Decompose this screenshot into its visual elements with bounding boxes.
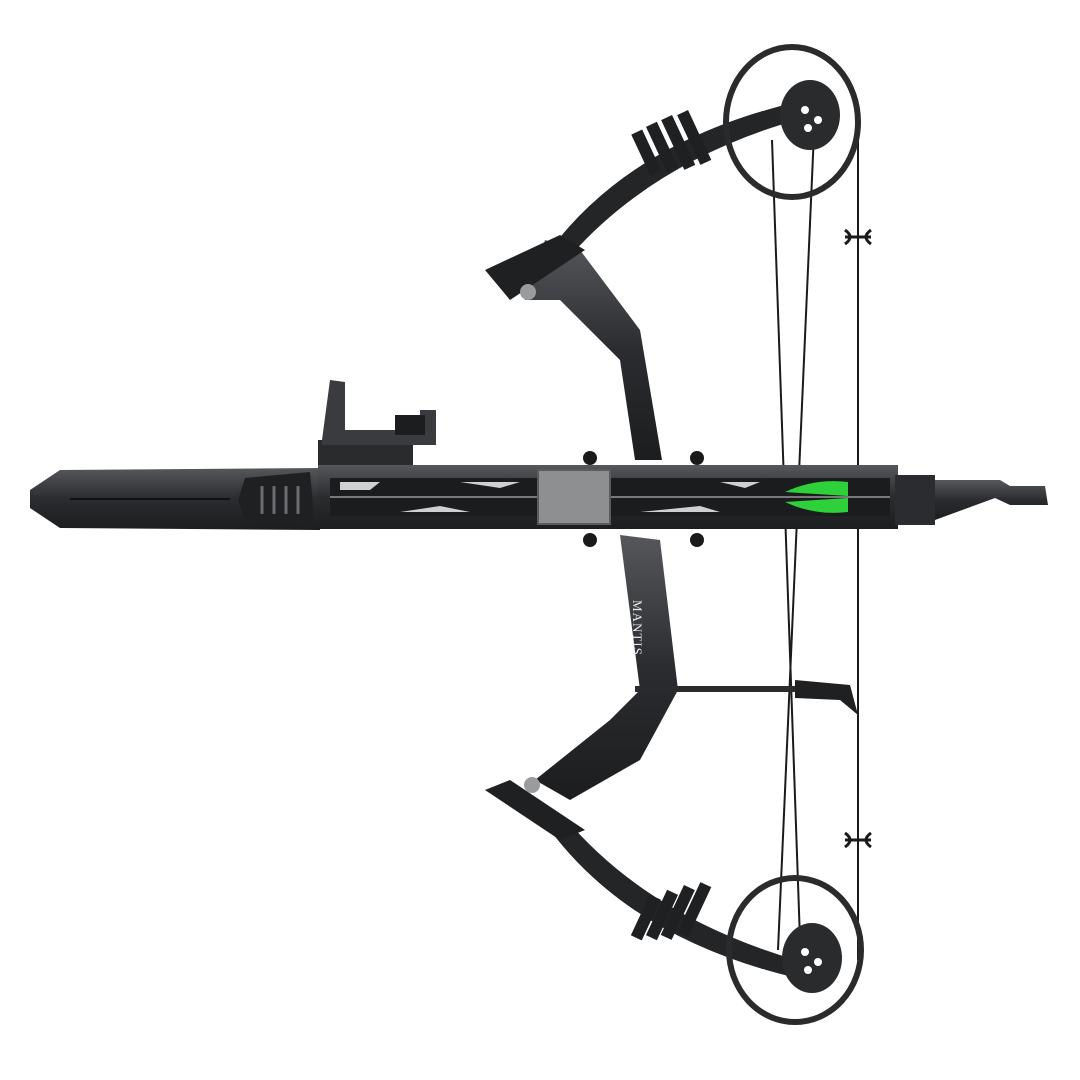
red-dot-sight	[318, 380, 436, 465]
mount-knobs	[583, 451, 704, 547]
stock	[30, 468, 320, 530]
limb-dampener-bottom	[630, 882, 712, 941]
limb-dampener-top	[631, 109, 712, 176]
cam-bottom	[726, 875, 864, 1025]
front-stirrup	[895, 475, 1048, 525]
bow-strings	[771, 109, 859, 960]
string-silencer-top	[844, 228, 872, 246]
cam-top	[723, 44, 861, 200]
string-silencer-bottom	[844, 831, 872, 849]
riser-logo: MANTIS	[630, 600, 645, 656]
cable-guard	[635, 680, 858, 715]
arrow-fletching	[785, 481, 848, 513]
bolt-holder	[537, 469, 611, 525]
